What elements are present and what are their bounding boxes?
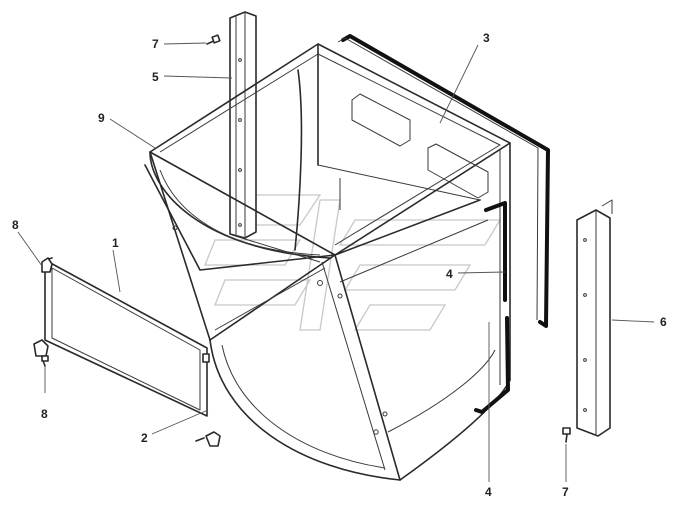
part-4-side-seals xyxy=(474,201,510,414)
part-1-front-panel xyxy=(44,257,208,417)
callout-1: 1 xyxy=(112,236,119,250)
callout-9: 9 xyxy=(98,111,105,125)
callout-8-top: 8 xyxy=(12,218,19,232)
callout-5: 5 xyxy=(152,70,159,84)
callout-labels: 7 5 3 9 8 1 4 6 8 2 4 7 xyxy=(12,31,667,499)
part-7-bolt-top xyxy=(206,34,221,45)
callout-7-top: 7 xyxy=(152,37,159,51)
callout-4-lower: 4 xyxy=(485,485,492,499)
leader-lines xyxy=(17,42,655,482)
callout-8-bottom: 8 xyxy=(41,407,48,421)
callout-2: 2 xyxy=(141,431,148,445)
callout-6: 6 xyxy=(660,315,667,329)
part-7-bolt-bottom xyxy=(562,427,571,443)
part-5-rear-post xyxy=(229,11,257,239)
callout-7-bottom: 7 xyxy=(562,485,569,499)
callout-4-upper: 4 xyxy=(446,267,453,281)
part-9-cab-frame xyxy=(144,43,511,481)
part-6-side-post xyxy=(576,199,613,437)
part-2-panel-clips xyxy=(195,353,221,447)
part-3-rear-seal xyxy=(337,34,550,328)
callout-3: 3 xyxy=(483,31,490,45)
part-8-panel-clips xyxy=(33,257,53,367)
